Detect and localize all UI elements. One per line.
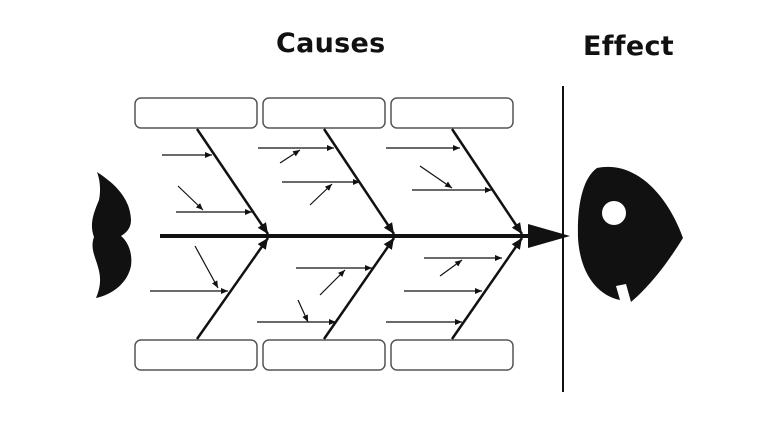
- sub-arrow: [439, 259, 463, 277]
- cause-box-top-2[interactable]: [262, 97, 386, 129]
- cause-box-top-3[interactable]: [390, 97, 514, 129]
- sub-arrow: [319, 269, 346, 296]
- cause-box-bottom-2[interactable]: [262, 339, 386, 371]
- sub-arrow: [419, 165, 453, 189]
- bone-bottom-3: [450, 237, 524, 340]
- sub-arrow: [279, 149, 301, 164]
- sub-arrow: [297, 299, 309, 323]
- cause-box-bottom-1[interactable]: [134, 339, 258, 371]
- fish-head: [577, 166, 683, 302]
- sub-arrow: [309, 183, 333, 206]
- bone-top-1: [195, 128, 270, 235]
- sub-arrow: [177, 185, 204, 211]
- fish-tail: [91, 172, 132, 298]
- cause-box-bottom-3[interactable]: [390, 339, 514, 371]
- sub-arrow: [194, 245, 219, 289]
- effect-heading: Effect: [583, 31, 674, 62]
- bone-top-3: [450, 128, 524, 235]
- fish-eye: [602, 201, 626, 225]
- bone-bottom-2: [322, 237, 396, 340]
- causes-heading: Causes: [276, 28, 386, 59]
- bone-bottom-1: [195, 237, 270, 340]
- cause-box-top-1[interactable]: [134, 97, 258, 129]
- spine-arrowhead: [528, 224, 570, 248]
